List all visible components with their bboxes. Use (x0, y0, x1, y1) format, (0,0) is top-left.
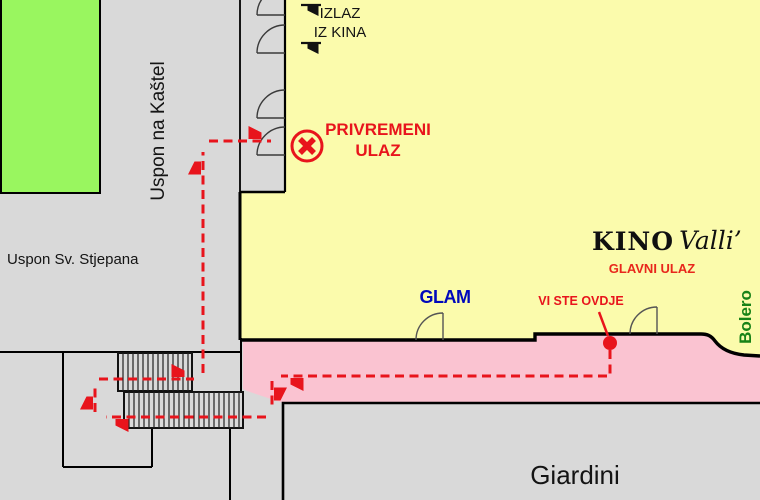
kino-valli-logo: KINO Valli’ (592, 226, 742, 256)
you-are-here-marker-icon (597, 311, 617, 350)
temporary-entrance-label: PRIVREMENI ULAZ (320, 119, 436, 161)
route-path (95, 141, 612, 417)
stairs-upper-flight (117, 352, 193, 392)
stairs-lower-flight (123, 391, 244, 429)
exit-from-cinema-label: IZLAZ IZ KINA (297, 4, 383, 42)
temporary-entrance-line2: ULAZ (355, 141, 401, 160)
glam-shop-label: GLAM (419, 287, 472, 307)
door-arc-icon (256, 0, 285, 16)
building-south-wall (240, 332, 760, 358)
kino-logo-word: KINO (592, 227, 675, 256)
main-entrance-label: GLAVNI ULAZ (608, 261, 696, 276)
door-arc-icon (256, 24, 286, 54)
door-arc-icon (256, 126, 286, 156)
street-label-uspon-na-kastel: Uspon na Kaštel (148, 61, 169, 201)
main-entrance-door-arc-icon (629, 306, 658, 335)
valli-logo-word: Valli’ (679, 226, 742, 255)
pink-street-area (243, 334, 760, 403)
exit-label-line1: IZLAZ (319, 5, 361, 22)
temporary-entrance-x-marker-icon (290, 129, 324, 163)
route-segment (281, 350, 612, 376)
temporary-entrance-line1: PRIVREMENI (325, 120, 431, 139)
you-are-here-label: VI STE OVDJE (538, 294, 624, 308)
giardini-square-edge (281, 401, 760, 500)
exit-arrow-icons (301, 3, 321, 43)
street-label-uspon-sv-stjepana: Uspon Sv. Stjepana (7, 251, 139, 268)
bolero-label: Bolero (736, 290, 755, 344)
exit-door-icons (256, 0, 286, 156)
giardini-label: Giardini (530, 460, 620, 490)
park-area (0, 0, 101, 194)
plaza-outlines (0, 338, 242, 500)
cinema-building-area (240, 0, 760, 356)
exit-label-line2: IZ KINA (313, 24, 367, 41)
door-arc-icon (256, 89, 286, 119)
glam-door-arc-icon (415, 312, 444, 341)
